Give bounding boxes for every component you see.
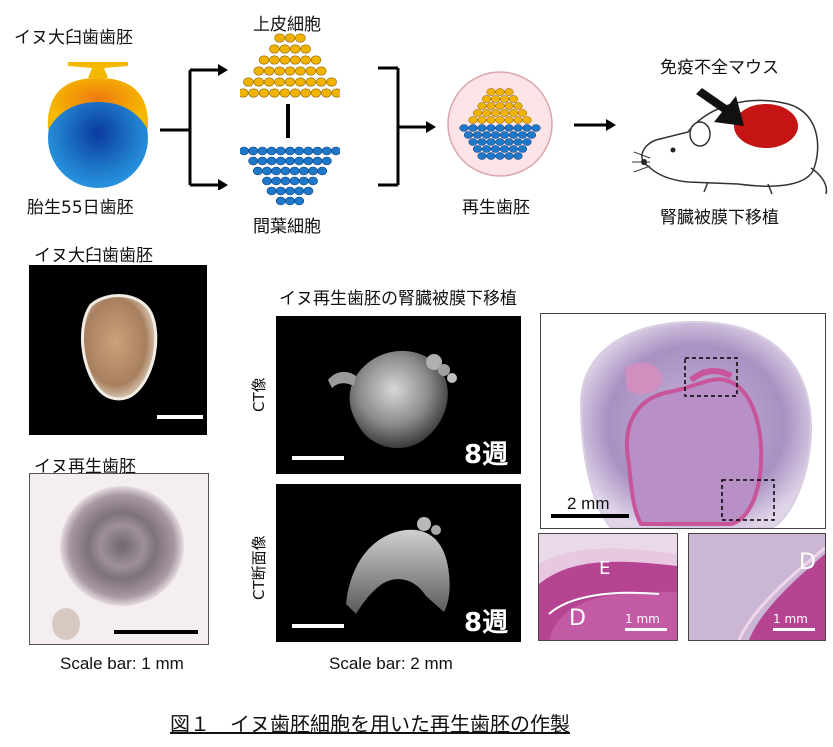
scale-bar xyxy=(551,514,629,518)
regen-germ-title: イヌ再生歯胚 xyxy=(34,457,136,477)
middle-scale-bar-label: Scale bar: 2 mm xyxy=(329,654,453,673)
scale-bar xyxy=(114,630,198,634)
kidney-capsule-transplant-label: 腎臓被膜下移植 xyxy=(660,208,779,228)
scale-bar xyxy=(773,628,815,631)
week-label: 8週 xyxy=(464,440,509,470)
dentin-label-D: D xyxy=(569,606,586,631)
zoom2-scale-label: 1 mm xyxy=(773,612,808,626)
histology-zoom-1: E D 1 mm xyxy=(538,533,678,641)
histology-main: 2 mm xyxy=(540,313,826,529)
dog-molar-germ-label: イヌ大臼歯歯胚 xyxy=(14,28,133,48)
ct-section-label: CT断面像 xyxy=(250,535,268,600)
ct-label: CT像 xyxy=(250,377,268,412)
molar-germ-title: イヌ大臼歯歯胚 xyxy=(34,246,153,266)
combine-arrow xyxy=(378,66,436,187)
mesenchymal-cells-label: 間葉細胞 xyxy=(253,217,321,237)
embryo-day55-label: 胎生55日歯胚 xyxy=(27,198,134,218)
transplant-arrow xyxy=(574,119,616,131)
epithelial-cells-icon xyxy=(240,33,340,98)
immunodeficient-mouse-label: 免疫不全マウス xyxy=(660,58,779,78)
regen-germ-photo xyxy=(29,473,209,645)
ct-section-image: 8週 xyxy=(276,484,521,642)
main-scale-label: 2 mm xyxy=(567,494,610,513)
left-scale-bar-label: Scale bar: 1 mm xyxy=(60,654,184,673)
enamel-label-E: E xyxy=(599,558,611,579)
kidney-graft xyxy=(734,104,798,148)
scale-bar xyxy=(292,624,344,628)
regenerated-germ-label: 再生歯胚 xyxy=(462,198,530,218)
epithelial-cells-label: 上皮細胞 xyxy=(253,15,321,35)
molar-germ-photo xyxy=(29,265,207,435)
tooth-germ-diagram xyxy=(47,62,149,188)
pointer-arrow-icon xyxy=(696,88,744,126)
transplant-title: イヌ再生歯胚の腎臓被膜下移植 xyxy=(279,289,517,309)
split-arrow xyxy=(160,64,228,190)
scale-bar xyxy=(292,456,344,460)
regenerated-germ-icon xyxy=(447,71,553,177)
week-label: 8週 xyxy=(464,608,509,638)
scale-bar xyxy=(625,628,667,631)
separator-line xyxy=(286,104,290,138)
ct-image: 8週 xyxy=(276,316,521,474)
mouse-icon xyxy=(632,88,828,195)
histology-zoom-2: D 1 mm xyxy=(688,533,826,641)
mesenchymal-cells-icon xyxy=(240,146,340,206)
figure-caption: 図１ イヌ歯胚細胞を用いた再生歯胚の作製 xyxy=(170,712,570,736)
dentin-label-D: D xyxy=(799,550,816,575)
zoom1-scale-label: 1 mm xyxy=(625,612,660,626)
scale-bar xyxy=(157,415,203,419)
